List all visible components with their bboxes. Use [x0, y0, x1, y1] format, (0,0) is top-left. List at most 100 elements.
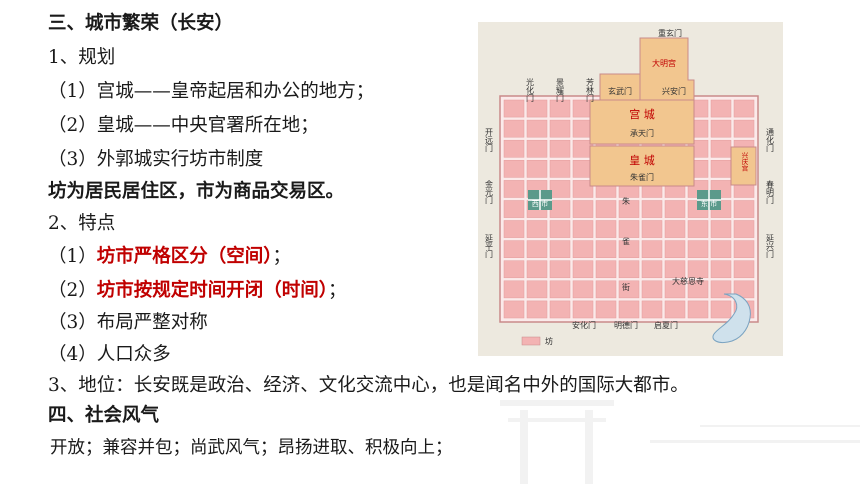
label-gate-mingde: 明德门: [614, 320, 638, 330]
fang-block: [572, 200, 594, 218]
fang-block: [641, 240, 663, 258]
fang-block: [572, 300, 594, 319]
fang-block: [549, 300, 571, 319]
fang-block: [503, 240, 525, 258]
fang-block: [710, 260, 732, 279]
fang-block: [664, 300, 686, 319]
label-dayanta: 大慈恩寺: [672, 276, 704, 286]
fang-block: [503, 160, 525, 178]
section-title-society: 四、社会风气: [48, 405, 160, 426]
fang-block: [618, 220, 640, 238]
fang-block: [549, 240, 571, 258]
fang-block: [710, 240, 732, 258]
label-street-zhu: 朱: [622, 196, 630, 206]
fang-block: [526, 300, 548, 319]
label-gate-kaiyuan: 开远门: [485, 128, 494, 153]
label-huangcheng: 皇 城: [629, 153, 655, 167]
society-traits: 开放；兼容并包；尚武风气；昂扬进取、积极向上；: [50, 438, 453, 458]
statement-fang-shi: 坊为居民居住区，市为商品交易区。: [48, 181, 345, 202]
fang-block: [733, 240, 755, 258]
item-imperial-city: （2）皇城——中央官署所在地；: [48, 115, 319, 136]
fang-block: [618, 260, 640, 279]
fang-block: [526, 119, 548, 138]
west-market: [528, 190, 552, 210]
fang-block: [503, 99, 525, 118]
fang-block: [733, 280, 755, 299]
fang-block: [549, 280, 571, 299]
fang-block: [710, 300, 732, 319]
label-daminggong: 大明宫: [652, 58, 676, 68]
label-gate-guanghua: 光化门: [526, 77, 535, 103]
feature-space-prefix: （1）: [48, 246, 97, 267]
fang-block: [618, 200, 640, 218]
fang-block: [710, 99, 732, 118]
fang-block: [503, 180, 525, 198]
xingqing-palace: [730, 146, 757, 186]
feature-time-prefix: （2）: [48, 280, 97, 301]
fang-block: [641, 280, 663, 299]
label-gate-zhuque: 朱雀门: [630, 172, 654, 182]
label-gate-jinguang: 金光门: [485, 179, 494, 205]
fang-block: [572, 240, 594, 258]
feature-population: （4）人口众多: [48, 344, 171, 365]
fang-block: [503, 200, 525, 218]
label-dongshi: 东 市: [701, 199, 717, 208]
fang-block: [595, 260, 617, 279]
changan-map-svg: 重玄门 大明宫 玄武门 兴安门 宫 城 承天门 皇 城 朱雀门 西 市 东 市 …: [485, 28, 775, 346]
label-street-jie: 街: [622, 282, 630, 292]
label-gongcheng: 宫 城: [629, 107, 655, 121]
fang-block: [664, 240, 686, 258]
fang-block: [526, 280, 548, 299]
label-gate-chengtian: 承天门: [630, 128, 654, 138]
fang-block: [572, 260, 594, 279]
feature-space-suffix: ；: [272, 246, 292, 267]
fang-block: [549, 180, 571, 198]
fang-block: [618, 300, 640, 319]
fang-block: [641, 260, 663, 279]
fang-block: [549, 139, 571, 158]
fang-block: [664, 200, 686, 218]
palace-north-block: [599, 73, 641, 101]
feature-space-highlight: 坊市严格区分（空间）: [96, 246, 273, 267]
status-statement: 3、地位：长安既是政治、经济、文化交流中心，也是闻名中外的国际大都市。: [48, 375, 689, 396]
label-gate-fanglin: 芳林门: [586, 77, 595, 103]
fang-block: [733, 220, 755, 238]
fang-block: [664, 280, 686, 299]
palace-city-block: [589, 99, 695, 145]
fang-block: [503, 139, 525, 158]
fang-block: [687, 260, 709, 279]
fang-block: [572, 180, 594, 198]
section-title-city: 三、城市繁荣（长安）: [48, 13, 234, 34]
fang-block: [503, 300, 525, 319]
fang-block: [687, 280, 709, 299]
fang-block: [687, 300, 709, 319]
fang-block: [503, 119, 525, 138]
fang-block: [595, 200, 617, 218]
fang-block: [710, 139, 732, 158]
feature-time: （2）坊市按规定时间开闭（时间）；: [48, 279, 347, 303]
fang-block: [733, 99, 755, 118]
label-gate-anhua: 安化门: [572, 320, 596, 330]
feature-layout: （3）布局严整对称: [48, 312, 208, 333]
label-street-que: 雀: [622, 236, 630, 246]
legend-fang-swatch: [521, 336, 541, 346]
label-gate-xingan: 兴安门: [662, 86, 686, 96]
item-outer-city: （3）外郭城实行坊市制度: [48, 149, 264, 170]
fang-block: [641, 220, 663, 238]
fang-block: [503, 280, 525, 299]
fang-block: [595, 220, 617, 238]
fang-block: [526, 99, 548, 118]
fang-block: [733, 200, 755, 218]
label-legend-fang: 坊: [545, 336, 553, 346]
fang-block: [549, 160, 571, 178]
fang-block: [572, 280, 594, 299]
fang-block: [526, 240, 548, 258]
subheading-planning: 1、规划: [48, 47, 116, 68]
label-xishi: 西 市: [532, 199, 548, 208]
fang-block: [664, 220, 686, 238]
fang-block: [641, 200, 663, 218]
fang-block: [733, 260, 755, 279]
fang-block: [526, 220, 548, 238]
qujiang-pond: [712, 293, 751, 343]
feature-space: （1）坊市严格区分（空间）；: [48, 245, 291, 269]
